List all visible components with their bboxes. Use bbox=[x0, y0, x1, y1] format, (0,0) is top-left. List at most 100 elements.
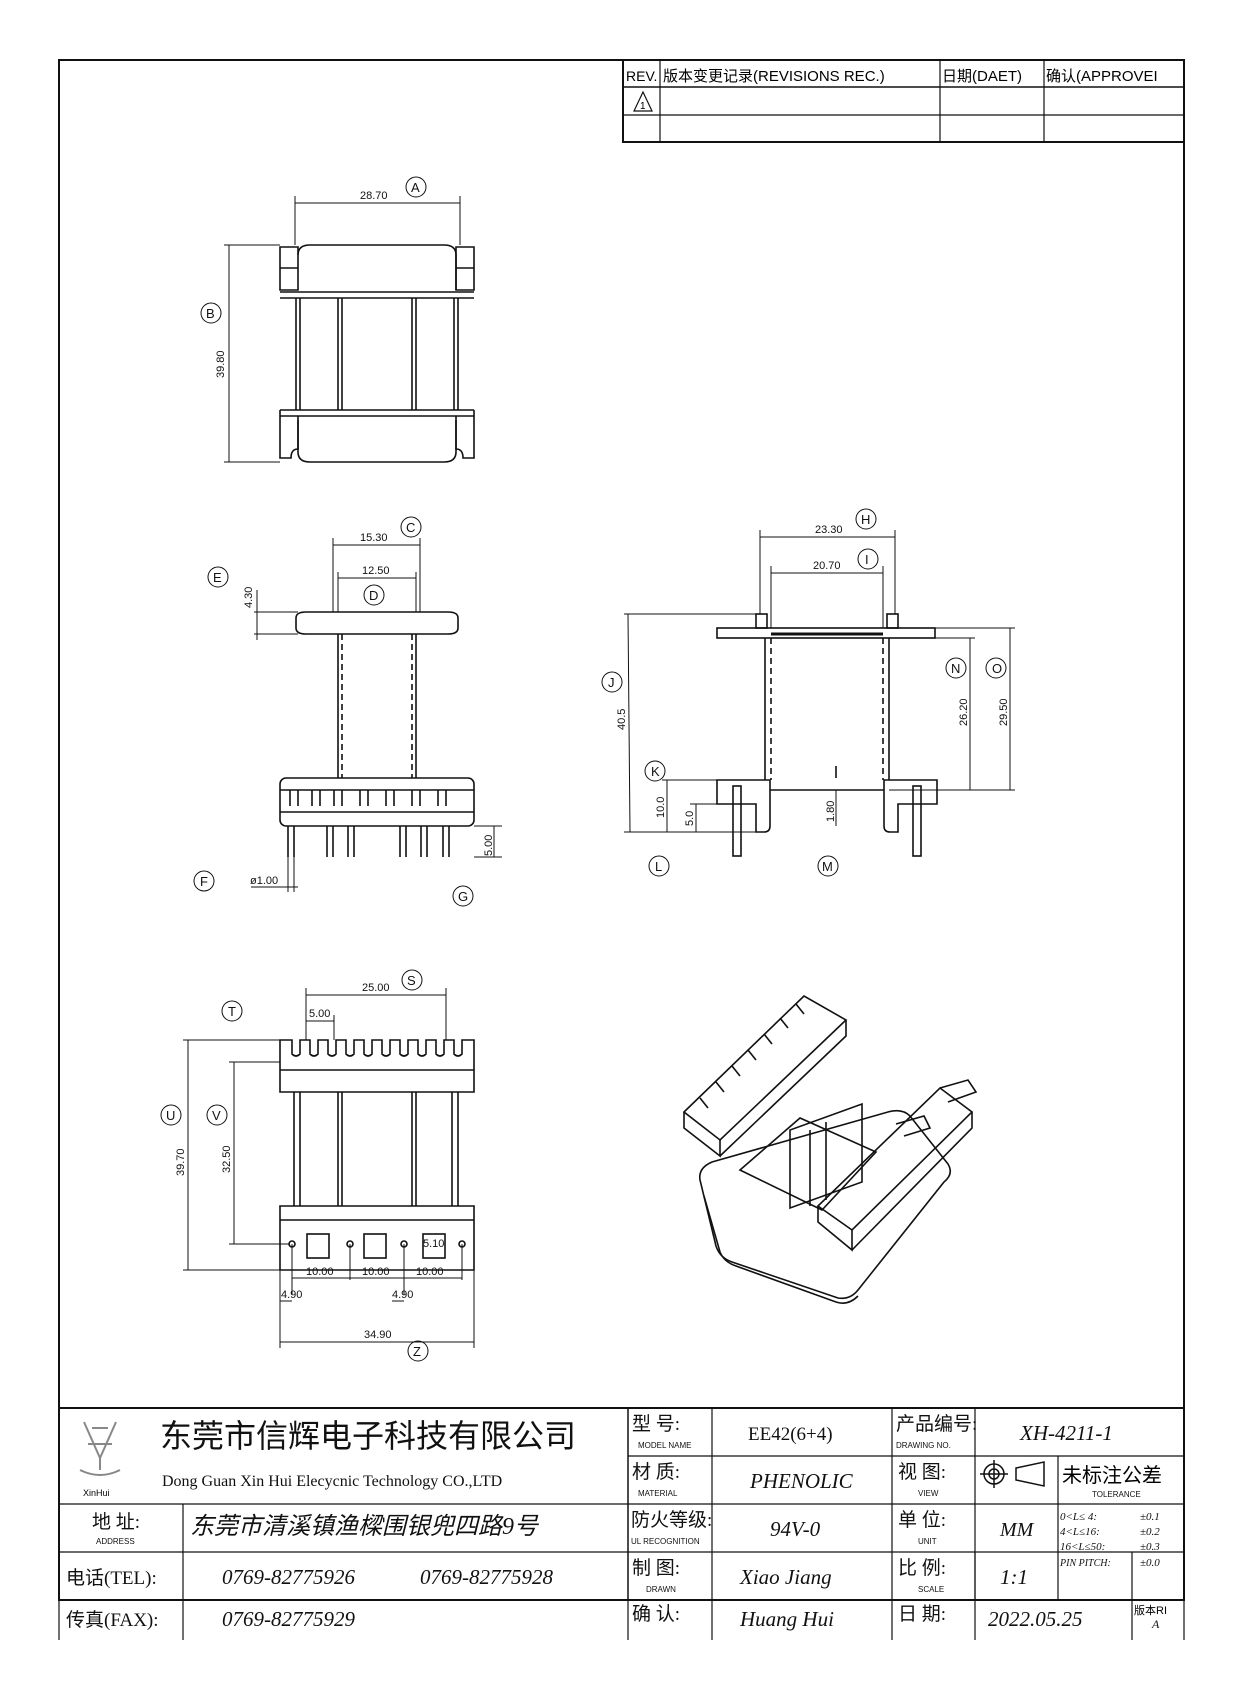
dim-pitch2: 10.00 bbox=[362, 1266, 390, 1278]
bottom-view bbox=[279, 1039, 475, 1271]
callout-a: A bbox=[411, 180, 420, 195]
dim-pad: 5.10 bbox=[423, 1238, 444, 1250]
tolerance-title: 未标注公差 bbox=[1062, 1464, 1162, 1487]
model-label-en: MODEL NAME bbox=[638, 1441, 692, 1450]
dim-o: 29.50 bbox=[998, 698, 1010, 726]
tolerance-title-en: TOLERANCE bbox=[1092, 1490, 1141, 1499]
callout-v: V bbox=[212, 1108, 221, 1123]
dim-n: 26.20 bbox=[958, 698, 970, 726]
rev-symbol: 1 bbox=[640, 101, 646, 112]
callout-e: E bbox=[213, 570, 222, 585]
callout-s: S bbox=[407, 973, 416, 988]
callout-h: H bbox=[861, 512, 870, 527]
tol-range-3: 16<L≤50: bbox=[1060, 1541, 1105, 1553]
dim-e: 4.30 bbox=[243, 587, 255, 608]
callout-z: Z bbox=[413, 1344, 421, 1359]
tel-1: 0769-82775926 bbox=[222, 1565, 355, 1589]
callout-k: K bbox=[651, 764, 660, 779]
tol-value-4: ±0.0 bbox=[1140, 1557, 1160, 1569]
dim-f: ø1.00 bbox=[250, 875, 278, 887]
logo-text: XinHui bbox=[83, 1488, 110, 1498]
address-label-en: ADDRESS bbox=[96, 1537, 135, 1546]
dim-i: 20.70 bbox=[813, 560, 841, 572]
dim-offset2: 4.90 bbox=[392, 1289, 413, 1301]
dim-t: 5.00 bbox=[309, 1008, 330, 1020]
tol-value-1: ±0.1 bbox=[1140, 1511, 1160, 1523]
callout-j: J bbox=[608, 675, 615, 690]
tel-2: 0769-82775928 bbox=[420, 1565, 553, 1589]
front-view-dims bbox=[193, 516, 502, 907]
date-value: 2022.05.25 bbox=[988, 1607, 1083, 1631]
scale-label-en: SCALE bbox=[918, 1585, 944, 1594]
side-view bbox=[716, 613, 938, 857]
drawn-label: 制 图: bbox=[632, 1557, 680, 1579]
dim-s: 25.00 bbox=[362, 982, 390, 994]
title-block bbox=[59, 1407, 1184, 1600]
unit-label: 单 位: bbox=[898, 1509, 946, 1531]
drawn-label-en: DRAWN bbox=[646, 1585, 676, 1594]
rev-header: REV. bbox=[626, 68, 657, 84]
view-label-en: VIEW bbox=[918, 1489, 939, 1498]
dim-pitch1: 10.00 bbox=[306, 1266, 334, 1278]
fax-label: 传真(FAX): bbox=[66, 1609, 159, 1631]
dim-c: 15.30 bbox=[360, 532, 388, 544]
tol-range-4: PIN PITCH: bbox=[1059, 1558, 1111, 1569]
address-value: 东莞市清溪镇渔樑围银兜四路9号 bbox=[190, 1513, 540, 1540]
dim-z: 34.90 bbox=[364, 1329, 392, 1341]
callout-c: C bbox=[406, 520, 415, 535]
dim-h: 23.30 bbox=[815, 524, 843, 536]
address-label: 地 址: bbox=[92, 1511, 140, 1533]
dim-v: 32.50 bbox=[221, 1145, 233, 1173]
bottom-row-dividers bbox=[58, 1600, 1185, 1640]
unit-label-en: UNIT bbox=[918, 1537, 937, 1546]
callout-g: G bbox=[458, 889, 468, 904]
front-view bbox=[279, 611, 475, 857]
tol-range-1: 0<L≤ 4: bbox=[1060, 1511, 1097, 1523]
tel-label: 电话(TEL): bbox=[66, 1567, 157, 1589]
date-header: 日期(DAET) bbox=[942, 68, 1022, 85]
callout-t: T bbox=[228, 1004, 236, 1019]
tol-value-2: ±0.2 bbox=[1140, 1526, 1160, 1538]
drawing-no-label: 产品编号: bbox=[896, 1413, 977, 1435]
projection-symbol-icon bbox=[980, 1460, 1045, 1488]
version-value: A bbox=[1151, 1617, 1160, 1631]
callout-m: M bbox=[822, 859, 833, 874]
dim-j: 40.5 bbox=[616, 709, 628, 730]
model-value: EE42(6+4) bbox=[748, 1424, 833, 1445]
drawn-value: Xiao Jiang bbox=[739, 1565, 832, 1589]
material-label-en: MATERIAL bbox=[638, 1489, 678, 1498]
drawing-no-value: XH-4211-1 bbox=[1019, 1421, 1113, 1445]
view-label: 视 图: bbox=[898, 1461, 946, 1483]
ul-label: 防火等级: bbox=[631, 1509, 712, 1531]
dim-u: 39.70 bbox=[175, 1148, 187, 1176]
top-view bbox=[279, 244, 475, 463]
dim-m: 1.80 bbox=[825, 801, 837, 822]
side-view-dims bbox=[601, 508, 1015, 877]
version-label: 版本RI bbox=[1134, 1603, 1167, 1617]
dim-g: 5.00 bbox=[483, 835, 495, 856]
callout-d: D bbox=[369, 588, 378, 603]
company-name-cn: 东莞市信辉电子科技有限公司 bbox=[160, 1418, 576, 1454]
dim-d: 12.50 bbox=[362, 565, 390, 577]
check-value: Huang Hui bbox=[739, 1607, 834, 1631]
dim-offset1: 4.90 bbox=[281, 1289, 302, 1301]
dim-l: 5.0 bbox=[684, 811, 696, 826]
ul-label-en: UL RECOGNITION bbox=[631, 1537, 700, 1546]
unit-value: MM bbox=[999, 1519, 1035, 1541]
top-view-dims bbox=[200, 176, 461, 463]
revisions-header: 版本变更记录(REVISIONS REC.) bbox=[663, 68, 885, 85]
callout-l: L bbox=[655, 859, 662, 874]
drawing-no-label-en: DRAWING NO. bbox=[896, 1441, 951, 1450]
dim-a: 28.70 bbox=[360, 190, 388, 202]
company-name-en: Dong Guan Xin Hui Elecycnic Technology C… bbox=[162, 1473, 502, 1490]
material-value: PHENOLIC bbox=[749, 1469, 854, 1493]
date-label: 日 期: bbox=[898, 1603, 946, 1625]
company-logo bbox=[79, 1421, 121, 1476]
scale-value: 1:1 bbox=[1000, 1565, 1028, 1589]
sheet-frame bbox=[58, 59, 1185, 1601]
callout-i: I bbox=[865, 552, 869, 567]
tol-range-2: 4<L≤16: bbox=[1060, 1526, 1100, 1538]
dim-k: 10.0 bbox=[655, 797, 667, 818]
